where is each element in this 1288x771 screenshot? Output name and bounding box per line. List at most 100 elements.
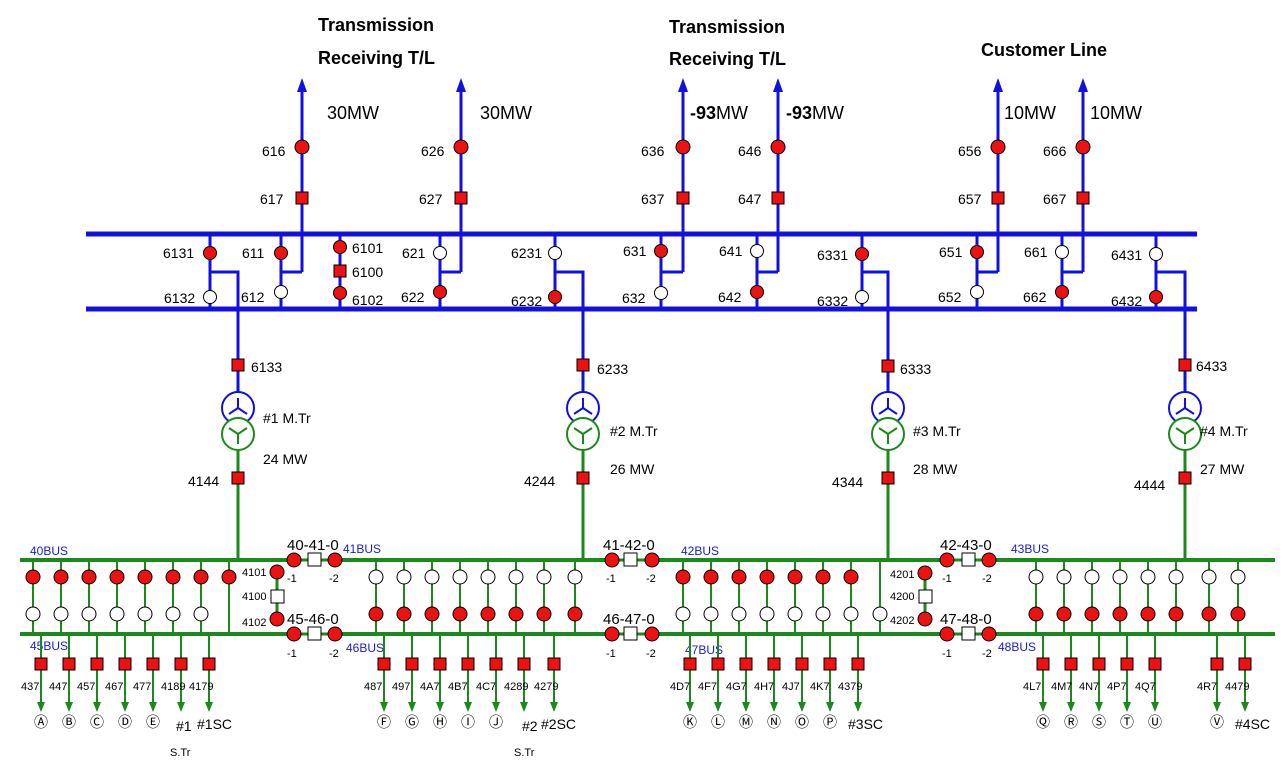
feeder-breaker-lower[interactable] <box>480 606 496 622</box>
breaker-6332[interactable] <box>855 290 869 304</box>
breaker-6331[interactable] <box>855 247 869 261</box>
breaker-42-43-2[interactable] <box>981 552 997 568</box>
feeder-breaker-lower[interactable] <box>675 606 691 622</box>
feeder-breaker-upper[interactable] <box>221 569 237 585</box>
breaker-4101[interactable] <box>269 564 285 580</box>
feeder-breaker-upper[interactable] <box>843 569 859 585</box>
feeder-breaker-lower[interactable] <box>53 606 69 622</box>
feeder-breaker-lower[interactable] <box>843 606 859 622</box>
feeder-breaker-lower[interactable] <box>193 606 209 622</box>
breaker-4201[interactable] <box>917 565 933 581</box>
feeder-breaker-lower[interactable] <box>1168 606 1184 622</box>
feeder-switch[interactable] <box>1238 657 1252 671</box>
feeder-switch[interactable] <box>517 657 531 671</box>
feeder-switch[interactable] <box>739 657 753 671</box>
feeder-breaker-lower[interactable] <box>368 606 384 622</box>
feeder-switch[interactable] <box>823 657 837 671</box>
feeder-switch[interactable] <box>795 657 809 671</box>
feeder-breaker-upper[interactable] <box>675 569 691 585</box>
feeder-switch[interactable] <box>1148 657 1162 671</box>
breaker-621[interactable] <box>433 246 447 260</box>
feeder-breaker-upper[interactable] <box>193 569 209 585</box>
breaker-45-46-2[interactable] <box>327 626 343 642</box>
feeder-switch[interactable] <box>174 657 188 671</box>
feeder-breaker-lower[interactable] <box>759 606 775 622</box>
feeder-breaker-upper[interactable] <box>787 569 803 585</box>
feeder-breaker-upper[interactable] <box>815 569 831 585</box>
feeder-breaker-lower[interactable] <box>25 606 41 622</box>
breaker-46-47-2[interactable] <box>644 626 660 642</box>
breaker-632[interactable] <box>654 286 668 300</box>
transformer-2[interactable] <box>566 358 600 485</box>
feeder-switch[interactable] <box>1092 657 1106 671</box>
feeder-switch[interactable] <box>461 657 475 671</box>
switch-4100[interactable] <box>270 589 285 604</box>
feeder-breaker-lower[interactable] <box>731 606 747 622</box>
feeder-breaker-lower[interactable] <box>703 606 719 622</box>
feeder-switch[interactable] <box>1120 657 1134 671</box>
breaker-40-41-1[interactable] <box>286 552 302 568</box>
feeder-breaker-upper[interactable] <box>703 569 719 585</box>
breaker-4102[interactable] <box>269 611 285 627</box>
switch-46-47-0[interactable] <box>623 626 638 641</box>
transformer-3[interactable] <box>871 359 905 485</box>
breaker-611[interactable] <box>274 246 288 260</box>
feeder-breaker-lower[interactable] <box>787 606 803 622</box>
breaker-641[interactable] <box>750 244 764 258</box>
breaker-6132[interactable] <box>203 290 217 304</box>
breaker-661[interactable] <box>1055 245 1069 259</box>
feeder-switch[interactable] <box>118 657 132 671</box>
feeder-breaker-upper[interactable] <box>536 569 552 585</box>
switch-627[interactable] <box>454 191 468 205</box>
feeder-breaker-lower[interactable] <box>165 606 181 622</box>
breaker-646[interactable] <box>770 139 786 155</box>
feeder-breaker-upper[interactable] <box>1140 569 1156 585</box>
breaker-6102[interactable] <box>333 286 347 300</box>
breaker-636[interactable] <box>675 139 691 155</box>
breaker-40-41-2[interactable] <box>327 552 343 568</box>
breaker-626[interactable] <box>453 139 469 155</box>
feeder-breaker-lower[interactable] <box>1084 606 1100 622</box>
feeder-breaker-upper[interactable] <box>1112 569 1128 585</box>
feeder-breaker-upper[interactable] <box>53 569 69 585</box>
feeder-breaker-upper[interactable] <box>759 569 775 585</box>
feeder-switch[interactable] <box>202 657 216 671</box>
feeder-breaker-lower[interactable] <box>1056 606 1072 622</box>
feeder-breaker-upper[interactable] <box>165 569 181 585</box>
breaker-612[interactable] <box>274 285 288 299</box>
breaker-45-46-1[interactable] <box>286 626 302 642</box>
breaker-642[interactable] <box>750 285 764 299</box>
breaker-6432[interactable] <box>1149 290 1163 304</box>
feeder-breaker-lower[interactable] <box>109 606 125 622</box>
feeder-switch[interactable] <box>767 657 781 671</box>
breaker-6231[interactable] <box>548 246 562 260</box>
feeder-breaker-lower[interactable] <box>1140 606 1156 622</box>
breaker-6232[interactable] <box>548 290 562 304</box>
feeder-breaker-upper[interactable] <box>731 569 747 585</box>
switch-667[interactable] <box>1076 191 1090 205</box>
switch-647[interactable] <box>771 191 785 205</box>
feeder-switch[interactable] <box>433 657 447 671</box>
feeder-breaker-lower[interactable] <box>396 606 412 622</box>
feeder-breaker-upper[interactable] <box>1056 569 1072 585</box>
feeder-breaker-upper[interactable] <box>109 569 125 585</box>
breaker-47-48-1[interactable] <box>939 626 955 642</box>
transformer-1[interactable] <box>221 358 255 485</box>
transformer-4[interactable] <box>1168 358 1202 485</box>
feeder-breaker-upper[interactable] <box>1168 569 1184 585</box>
switch-40-41-0[interactable] <box>307 552 322 567</box>
feeder-breaker-lower[interactable] <box>508 606 524 622</box>
feeder-breaker-upper[interactable] <box>81 569 97 585</box>
breaker-6431[interactable] <box>1149 247 1163 261</box>
feeder-switch[interactable] <box>851 657 865 671</box>
breaker-4202[interactable] <box>917 611 933 627</box>
feeder-breaker-upper[interactable] <box>424 569 440 585</box>
feeder-breaker-upper[interactable] <box>452 569 468 585</box>
feeder-switch[interactable] <box>62 657 76 671</box>
feeder-breaker-upper[interactable] <box>1084 569 1100 585</box>
breaker-651[interactable] <box>970 245 984 259</box>
breaker-42-43-1[interactable] <box>939 552 955 568</box>
breaker-41-42-2[interactable] <box>644 552 660 568</box>
breaker-41-42-1[interactable] <box>604 552 620 568</box>
switch-4200[interactable] <box>918 589 933 604</box>
